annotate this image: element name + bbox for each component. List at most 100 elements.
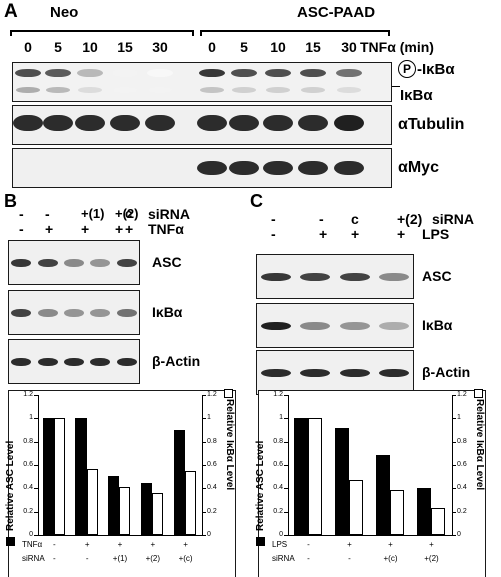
group-bracket-left-1 — [200, 30, 202, 36]
panel-b-letter: B — [4, 191, 17, 211]
tick-left-B-2 — [34, 488, 38, 490]
row-label-C-1: siRNA — [272, 554, 295, 563]
time-point-9: 30 — [341, 39, 357, 55]
band-B-2-2 — [63, 357, 85, 366]
band-tubulin-2 — [75, 115, 105, 131]
band-ikba-3 — [113, 86, 137, 93]
group-bracket-0 — [10, 30, 192, 32]
band-myc-8 — [298, 161, 328, 175]
band-tubulin-8 — [298, 115, 328, 131]
band-C-0-0 — [260, 272, 291, 281]
tick-right-B-3 — [202, 465, 206, 466]
band-B-0-4 — [116, 258, 137, 267]
blot-phospho-ikba — [12, 62, 392, 102]
band-phospho-ikba-3 — [112, 69, 138, 78]
band-tubulin-9 — [334, 115, 364, 131]
band-myc-5 — [197, 161, 227, 175]
legend-swatch-left-C — [256, 537, 265, 546]
tick-label-right-C-5: 1 — [457, 414, 461, 422]
b-sirna-0: - — [19, 206, 24, 222]
band-tubulin-0 — [13, 115, 43, 131]
band-C-1-1 — [300, 321, 331, 330]
tubulin-label: αTubulin — [398, 116, 465, 133]
tick-label-right-B-1: 0.2 — [207, 507, 217, 515]
tick-label-left-B-4: 0.8 — [23, 437, 33, 445]
bar-B-s1-2 — [119, 487, 131, 535]
band-ikba-4 — [148, 86, 172, 93]
tick-left-C-4 — [284, 441, 288, 443]
tick-left-C-2 — [284, 488, 288, 490]
blot-label-C-2: β-Actin — [422, 364, 471, 380]
legend-swatch-right-B — [224, 389, 233, 398]
bar-B-s1-0 — [53, 418, 65, 535]
tick-label-right-B-4: 0.8 — [207, 437, 217, 445]
row-value-B-1-4: +(c) — [178, 554, 193, 563]
tick-right-C-3 — [452, 465, 456, 466]
row-value-B-1-3: +(2) — [145, 554, 161, 563]
band-C-2-1 — [300, 368, 331, 377]
band-B-0-0 — [11, 258, 32, 267]
band-B-2-0 — [11, 357, 32, 366]
tick-left-B-6 — [34, 395, 38, 396]
band-B-0-2 — [63, 258, 85, 267]
tick-right-B-1 — [202, 511, 206, 513]
tick-label-left-C-4: 0.8 — [273, 437, 283, 445]
row-value-C-1-1: - — [348, 554, 351, 563]
tick-label-left-B-6: 1.2 — [23, 391, 33, 398]
b-tnf-4: + — [125, 221, 134, 237]
panel-c-letter: C — [250, 191, 263, 211]
band-C-2-2 — [339, 368, 370, 377]
b-sirna-4: c — [125, 206, 133, 221]
band-C-2-3 — [379, 368, 410, 377]
band-myc-9 — [334, 161, 364, 175]
tick-left-C-1 — [284, 511, 288, 513]
tick-label-right-C-3: 0.6 — [457, 461, 467, 468]
c-lps-3: + — [397, 226, 406, 242]
row-value-B-0-2: + — [117, 540, 123, 549]
band-phospho-ikba-6 — [231, 69, 257, 78]
tick-left-C-3 — [284, 465, 288, 466]
tick-label-right-B-2: 0.4 — [207, 484, 217, 492]
time-point-1: 5 — [54, 39, 62, 55]
b-tnf-2: + — [81, 221, 90, 237]
row-value-B-0-3: + — [150, 540, 156, 549]
tick-label-left-C-3: 0.6 — [273, 461, 283, 468]
group-bracket-1 — [200, 30, 388, 32]
ikba-label: IκBα — [400, 87, 433, 104]
band-ikba-8 — [301, 86, 325, 93]
blot-label-B-2: β-Actin — [152, 353, 201, 369]
row-label-C-0: LPS — [272, 540, 288, 549]
b-tnf-0: - — [19, 221, 24, 237]
row-value-B-1-1: - — [85, 554, 89, 563]
band-B-2-1 — [37, 357, 58, 366]
band-myc-6 — [229, 161, 259, 175]
time-point-0: 0 — [24, 39, 32, 55]
tick-label-left-C-5: 1 — [279, 414, 283, 422]
phospho-ikba-label: -IκBα — [417, 61, 455, 78]
row-value-B-1-0: - — [53, 554, 56, 563]
bar-C-s0-0 — [293, 418, 308, 535]
tick-label-right-B-5: 1 — [207, 414, 211, 422]
band-B-1-3 — [90, 308, 111, 317]
bar-C-s1-2 — [389, 489, 404, 535]
tick-label-left-B-5: 1 — [29, 414, 33, 422]
band-phospho-ikba-9 — [336, 69, 362, 78]
band-C-1-0 — [260, 321, 291, 330]
bar-B-s0-0 — [42, 418, 54, 535]
legend-swatch-right-C — [474, 389, 483, 398]
tick-label-right-B-0: 0 — [207, 531, 211, 538]
c-sirna-0: - — [271, 211, 276, 227]
c-sirna-label: siRNA — [432, 211, 475, 227]
bar-C-s0-3 — [416, 488, 431, 535]
band-B-1-0 — [11, 308, 32, 317]
band-phospho-ikba-8 — [300, 69, 326, 78]
group-bracket-left-0 — [10, 30, 12, 36]
tick-left-B-5 — [34, 418, 38, 420]
band-phospho-ikba-5 — [199, 69, 225, 78]
tick-label-left-C-6: 1.2 — [273, 391, 283, 398]
tick-label-left-B-1: 0.2 — [23, 507, 33, 515]
band-B-1-2 — [63, 308, 85, 317]
tick-label-right-C-4: 0.8 — [457, 437, 467, 445]
tick-left-B-3 — [34, 465, 38, 466]
tick-label-left-C-0: 0 — [279, 531, 283, 538]
